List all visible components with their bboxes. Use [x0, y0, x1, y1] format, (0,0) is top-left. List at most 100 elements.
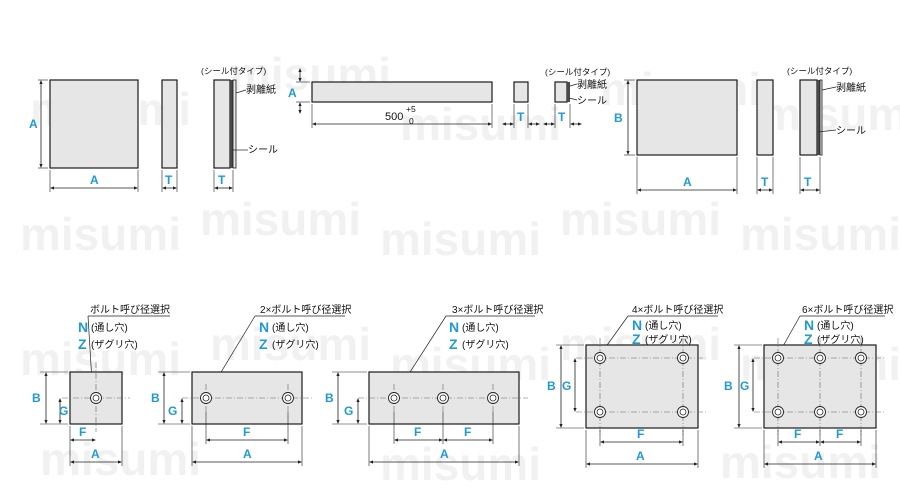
z-code: Z	[804, 331, 813, 347]
svg-text:misumi: misumi	[40, 433, 201, 485]
rect-plate-side-view: T	[756, 79, 774, 194]
z-text: (ザグリ穴)	[817, 333, 864, 346]
dim-label-f: F	[794, 427, 801, 441]
counterbore-hole	[388, 392, 400, 404]
svg-text:misumi: misumi	[760, 88, 900, 140]
dim-label-a: A	[243, 447, 252, 461]
tolerance-lower: 0	[409, 116, 414, 126]
svg-text:misumi: misumi	[740, 208, 900, 260]
svg-text:misumi: misumi	[200, 193, 361, 245]
svg-text:misumi: misumi	[20, 208, 181, 260]
four-hole-plate: 4×ボルト呼び径選択 N (通し穴) Z (ザグリ穴) B G F A	[547, 303, 723, 468]
dim-label-b: B	[614, 111, 623, 125]
counterbore-hole	[772, 352, 784, 364]
svg-text:misumi: misumi	[720, 436, 881, 488]
dim-label-a: A	[440, 447, 449, 461]
counterbore-hole	[772, 406, 784, 418]
z-text: (ザグリ穴)	[645, 333, 692, 346]
rect-plate-front-view: B A	[614, 79, 738, 194]
square-plate-front-view: A A	[29, 79, 139, 192]
bolt-note: 3×ボルト呼び径選択	[452, 303, 543, 316]
dim-label-b: B	[32, 391, 41, 405]
svg-text:misumi: misumi	[210, 318, 371, 370]
z-code: Z	[78, 336, 87, 352]
n-code: N	[78, 319, 88, 335]
dim-label-b: B	[151, 391, 160, 405]
seal-type-note: (シール付タイプ)	[201, 66, 266, 76]
svg-text:misumi: misumi	[380, 438, 541, 489]
dim-label-t: T	[517, 110, 525, 124]
long-strip-side-view: T	[502, 81, 540, 128]
release-paper-label: 剥離紙	[836, 81, 866, 94]
z-code: Z	[632, 331, 641, 347]
counterbore-hole	[437, 392, 449, 404]
svg-text:misumi: misumi	[380, 213, 541, 265]
counterbore-hole	[594, 352, 606, 364]
square-plate-seal-type-view: (シール付タイプ) 剥離紙 シール T	[201, 66, 278, 192]
release-paper-label: 剥離紙	[577, 78, 607, 91]
release-paper-label: 剥離紙	[246, 83, 276, 96]
counterbore-hole	[855, 406, 867, 418]
dim-label-a: A	[636, 449, 645, 463]
svg-text:misumi: misumi	[560, 193, 721, 245]
z-text: (ザグリ穴)	[272, 338, 319, 351]
counterbore-hole	[814, 406, 826, 418]
n-code: N	[632, 317, 642, 333]
single-hole-plate: ボルト呼び径選択 N (通し穴) Z (ザグリ穴) B G F A	[32, 303, 170, 466]
length-500-label: 500	[385, 111, 403, 123]
n-text: (通し穴)	[462, 321, 499, 334]
n-code: N	[804, 317, 814, 333]
dim-label-f: F	[637, 427, 644, 441]
dim-label-t: T	[761, 175, 769, 189]
counterbore-hole	[677, 406, 689, 418]
counterbore-hole	[855, 352, 867, 364]
n-code: N	[449, 319, 459, 335]
seal-label: シール	[836, 126, 866, 137]
bolt-note: 2×ボルト呼び径選択	[260, 303, 351, 316]
long-strip-front-view: A 500 +5 0	[288, 68, 493, 128]
three-hole-plate: 3×ボルト呼び径選択 N (通し穴) Z (ザグリ穴) B G F F A	[325, 303, 543, 466]
dim-label-f: F	[79, 425, 86, 439]
z-text: (ザグリ穴)	[91, 338, 138, 351]
tolerance-upper: +5	[406, 104, 416, 114]
dim-label-f: F	[243, 425, 250, 439]
two-hole-plate: 2×ボルト呼び径選択 N (通し穴) Z (ザグリ穴) B G F A	[151, 303, 351, 466]
bolt-note: 6×ボルト呼び径選択	[802, 303, 893, 316]
counterbore-hole	[814, 352, 826, 364]
dim-label-a: A	[814, 449, 823, 463]
counterbore-hole	[594, 406, 606, 418]
z-text: (ザグリ穴)	[462, 338, 509, 351]
seal-label: シール	[577, 96, 607, 107]
n-text: (通し穴)	[645, 319, 682, 332]
dim-label-t: T	[165, 173, 173, 187]
counterbore-hole	[282, 392, 294, 404]
dim-label-b: B	[547, 379, 556, 393]
dim-label-t: T	[218, 173, 226, 187]
dim-label-a-width: A	[90, 173, 99, 187]
dim-label-g: G	[562, 379, 571, 393]
seal-type-note: (シール付タイプ)	[545, 67, 610, 77]
seal-label: シール	[248, 145, 278, 156]
dim-label-a: A	[91, 447, 100, 461]
dim-label-b: B	[325, 391, 334, 405]
long-strip-seal-type-view: (シール付タイプ) 剥離紙 シール T	[543, 67, 610, 128]
dim-label-g: G	[168, 404, 177, 418]
dim-label-f: F	[414, 425, 421, 439]
dim-label-g: G	[59, 404, 68, 418]
z-code: Z	[259, 336, 268, 352]
z-code: Z	[449, 336, 458, 352]
counterbore-hole	[487, 392, 499, 404]
n-text: (通し穴)	[272, 321, 309, 334]
dim-label-a: A	[29, 117, 38, 131]
rect-plate-seal-type-view: (シール付タイプ) 剥離紙 シール T	[787, 66, 866, 194]
dim-label-a: A	[683, 175, 692, 189]
counterbore-hole	[200, 392, 212, 404]
dim-label-a: A	[288, 86, 297, 100]
dim-label-g: G	[344, 404, 353, 418]
n-code: N	[259, 319, 269, 335]
dim-label-b: B	[724, 379, 733, 393]
dim-label-t: T	[804, 175, 812, 189]
dim-label-t: T	[558, 110, 566, 124]
bolt-note: ボルト呼び径選択	[90, 303, 170, 316]
